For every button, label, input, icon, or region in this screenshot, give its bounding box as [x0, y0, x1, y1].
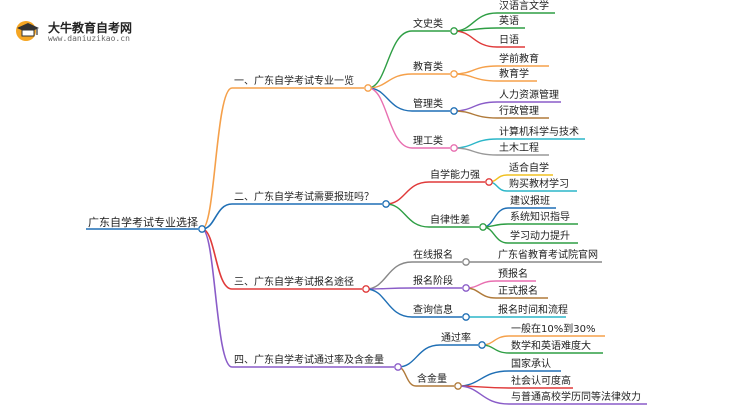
- leaf-node: 日语: [499, 35, 519, 46]
- edge-branch-3-child-3: [365, 288, 413, 318]
- edge-leaf-3-2-2: [465, 287, 497, 299]
- edge-branch-1-child-1: [367, 30, 413, 89]
- root-node: 广东自学考试专业选择: [88, 216, 198, 229]
- child-node-1-4: 理工类: [413, 136, 443, 147]
- leaf-node: 预报名: [498, 269, 528, 280]
- branch-3-connector-dot: [362, 285, 370, 293]
- edge-leaf-2-2-3: [482, 226, 509, 244]
- child-2-2-connector-dot: [479, 223, 487, 231]
- child-node-3-3: 查询信息: [413, 305, 453, 316]
- child-2-1-connector-dot: [485, 178, 493, 186]
- leaf-node: 学习动力提升: [510, 231, 570, 242]
- leaf-node: 系统知识指导: [510, 212, 570, 223]
- graduation-cap-logo-icon: [14, 18, 42, 42]
- edge-leaf-1-3-2: [453, 110, 498, 119]
- leaf-node: 购买教材学习: [509, 179, 569, 190]
- child-node-4-2: 含金量: [417, 374, 447, 385]
- leaf-node: 一般在10%到30%: [511, 324, 596, 335]
- edge-leaf-4-1-2: [481, 344, 510, 354]
- child-3-3-connector-dot: [462, 313, 470, 321]
- leaf-node: 学前教育: [499, 54, 539, 65]
- edge-root-branch-3: [201, 228, 233, 290]
- leaf-node: 人力资源管理: [499, 90, 559, 101]
- leaf-node: 适合自学: [509, 163, 549, 174]
- edge-branch-1-child-2: [367, 73, 413, 89]
- child-node-1-1: 文史类: [413, 19, 443, 30]
- child-3-2-connector-dot: [462, 284, 470, 292]
- edge-branch-1-child-4: [367, 87, 413, 149]
- brand-url: www.daniuzikao.cn: [48, 34, 130, 43]
- branch-4-node: 四、广东自学考试通过率及含金量: [234, 355, 384, 366]
- edge-leaf-4-1-1: [481, 335, 510, 346]
- leaf-node: 教育学: [499, 69, 529, 80]
- leaf-node: 汉语言文学: [499, 1, 549, 12]
- edge-leaf-1-4-1: [453, 138, 498, 149]
- child-1-1-connector-dot: [450, 27, 458, 35]
- child-node-1-2: 教育类: [413, 62, 443, 73]
- leaf-node: 土木工程: [499, 143, 539, 154]
- edge-leaf-1-2-1: [453, 65, 498, 75]
- child-node-2-2: 自律性差: [430, 215, 470, 226]
- child-3-1-connector-dot: [462, 258, 470, 266]
- edge-root-branch-1: [201, 87, 233, 230]
- edge-branch-2-child-2: [385, 203, 430, 228]
- leaf-node: 计算机科学与技术: [499, 127, 579, 138]
- leaf-node: 行政管理: [499, 106, 539, 117]
- child-node-3-1: 在线报名: [413, 250, 453, 261]
- edge-leaf-1-2-2: [453, 73, 498, 82]
- leaf-node: 英语: [499, 16, 519, 27]
- edge-leaf-4-2-1: [457, 370, 510, 387]
- child-node-2-1: 自学能力强: [430, 170, 480, 181]
- branch-4-connector-dot: [394, 363, 402, 371]
- leaf-node: 数学和英语难度大: [511, 341, 591, 352]
- edge-branch-3-child-1: [365, 261, 413, 290]
- child-node-1-3: 管理类: [413, 99, 443, 110]
- leaf-node: 正式报名: [498, 286, 538, 297]
- branch-1-node: 一、广东自学考试专业一览: [234, 76, 354, 87]
- leaf-node: 国家承认: [511, 359, 551, 370]
- edge-leaf-1-1-3: [453, 30, 498, 48]
- edge-leaf-3-2-1: [465, 280, 497, 289]
- child-node-3-2: 报名阶段: [413, 276, 453, 287]
- edge-branch-2-child-1: [385, 181, 430, 205]
- leaf-node: 与普通高校学历同等法律效力: [511, 392, 641, 403]
- edge-leaf-1-3-1: [453, 101, 498, 112]
- branch-3-node: 三、广东自学考试报名途径: [234, 277, 354, 288]
- edge-leaf-1-4-2: [453, 147, 498, 156]
- brand-title: 大牛教育自考网: [48, 21, 133, 35]
- leaf-node: 广东省教育考试院官网: [498, 250, 598, 261]
- edge-branch-4-child-1: [397, 344, 441, 368]
- leaf-node: 报名时间和流程: [498, 305, 568, 316]
- branch-2-connector-dot: [382, 200, 390, 208]
- edge-branch-4-child-2: [397, 366, 417, 387]
- root-connector-dot: [198, 225, 206, 233]
- child-1-3-connector-dot: [450, 107, 458, 115]
- leaf-node: 建议报班: [510, 196, 550, 207]
- branch-2-node: 二、广东自学考试需要报班吗？: [234, 192, 374, 203]
- edge-leaf-4-2-3: [457, 385, 510, 405]
- child-4-2-connector-dot: [454, 382, 462, 390]
- edge-root-branch-2: [201, 203, 233, 230]
- child-node-4-1: 通过率: [441, 333, 471, 344]
- edge-root-branch-4: [201, 228, 233, 368]
- child-4-1-connector-dot: [478, 341, 486, 349]
- leaf-node: 社会认可度高: [511, 376, 571, 387]
- child-1-4-connector-dot: [450, 144, 458, 152]
- branch-1-connector-dot: [364, 84, 372, 92]
- child-1-2-connector-dot: [450, 70, 458, 78]
